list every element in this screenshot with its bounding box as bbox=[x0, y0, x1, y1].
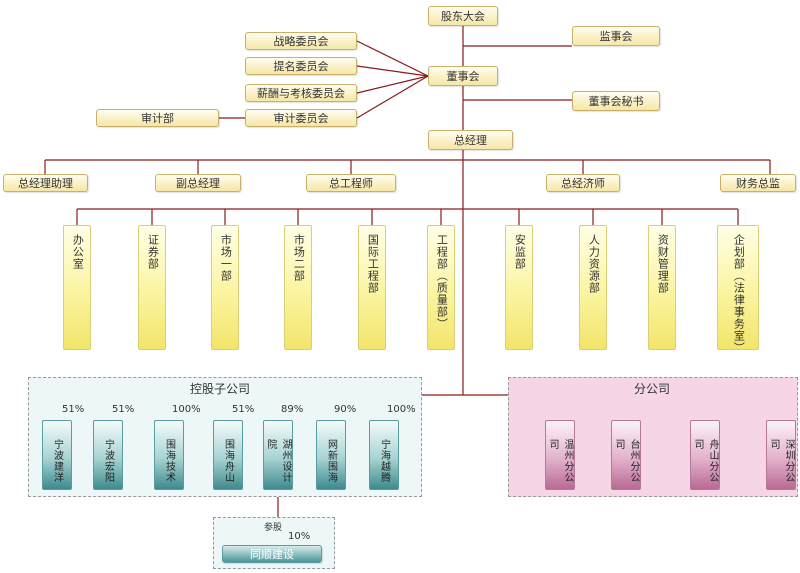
department-box: 资财管理部 bbox=[648, 225, 676, 350]
subsidiary-label: 围海舟山 bbox=[222, 439, 234, 483]
executive-label: 副总经理 bbox=[176, 176, 220, 190]
department-label: 市场一部 bbox=[219, 234, 233, 282]
executive-label: 总工程师 bbox=[329, 176, 373, 190]
nomination-committee-label: 提名委员会 bbox=[273, 59, 329, 73]
branch-box: 台州分公司 bbox=[611, 420, 641, 490]
subsidiary-box: 围海舟山 bbox=[213, 420, 243, 490]
department-label: 证券部 bbox=[146, 234, 160, 270]
subsidiary-box: 宁波建洋 bbox=[42, 420, 72, 490]
general-manager-label: 总经理 bbox=[454, 133, 487, 147]
ownership-pct: 51% bbox=[112, 404, 135, 415]
executive-box: 财务总监 bbox=[720, 174, 796, 192]
department-box: 企划部（法律事务室） bbox=[717, 225, 759, 354]
ownership-pct: 51% bbox=[62, 404, 85, 415]
audit-dept-box: 审计部 bbox=[96, 109, 219, 127]
ownership-pct: 51% bbox=[232, 404, 255, 415]
department-box: 市场二部 bbox=[284, 225, 312, 350]
compensation-committee-label: 薪酬与考核委员会 bbox=[257, 86, 345, 100]
department-label: 工程部（质量部） bbox=[435, 234, 449, 330]
audit-dept-label: 审计部 bbox=[141, 111, 174, 125]
branch-label: 台州分公司 bbox=[613, 439, 639, 483]
executive-label: 总经济师 bbox=[561, 176, 605, 190]
executive-box: 总工程师 bbox=[306, 174, 396, 192]
department-box: 证券部 bbox=[138, 225, 166, 350]
board-secretary-box: 董事会秘书 bbox=[572, 91, 660, 111]
subsidiary-box: 围海技术 bbox=[154, 420, 184, 490]
branch-box: 舟山分公司 bbox=[690, 420, 720, 490]
subsidiary-label: 宁波宏阳 bbox=[102, 439, 114, 483]
department-box: 办公室 bbox=[63, 225, 91, 350]
ownership-pct: 89% bbox=[281, 404, 304, 415]
branches-panel-title: 分公司 bbox=[634, 382, 671, 396]
strategy-committee-label: 战略委员会 bbox=[273, 34, 329, 48]
branch-label: 舟山分公司 bbox=[692, 439, 718, 483]
branch-label: 深圳分公司 bbox=[768, 439, 794, 483]
compensation-committee-box: 薪酬与考核委员会 bbox=[245, 84, 357, 102]
ownership-pct: 100% bbox=[387, 404, 416, 415]
subsidiary-label: 围海技术 bbox=[163, 439, 175, 483]
strategy-committee-box: 战略委员会 bbox=[245, 32, 357, 50]
department-label: 企划部（法律事务室） bbox=[732, 234, 746, 354]
executive-box: 总经理助理 bbox=[3, 174, 88, 192]
subsidiary-box: 网新围海 bbox=[316, 420, 346, 490]
department-label: 办公室 bbox=[71, 234, 85, 270]
subsidiaries-panel-title: 控股子公司 bbox=[190, 382, 251, 396]
investment-company-label: 同顺建设 bbox=[250, 547, 294, 561]
board-label: 董事会 bbox=[446, 69, 480, 83]
branch-box: 温州分公司 bbox=[545, 420, 575, 490]
department-box: 安监部 bbox=[505, 225, 533, 350]
ownership-pct: 90% bbox=[334, 404, 357, 415]
department-label: 市场二部 bbox=[292, 234, 306, 282]
subsidiary-box: 宁波宏阳 bbox=[93, 420, 123, 490]
subsidiary-label: 网新围海 bbox=[325, 439, 337, 483]
executive-label: 财务总监 bbox=[736, 176, 780, 190]
board-secretary-label: 董事会秘书 bbox=[588, 94, 644, 108]
department-box: 人力资源部 bbox=[579, 225, 607, 350]
subsidiary-label: 湖州设计院 bbox=[265, 439, 291, 483]
shareholders-label: 股东大会 bbox=[441, 9, 485, 23]
department-label: 资财管理部 bbox=[656, 234, 670, 294]
department-label: 安监部 bbox=[513, 234, 527, 270]
supervisors-label: 监事会 bbox=[599, 29, 633, 43]
department-box: 国际工程部 bbox=[358, 225, 386, 350]
audit-committee-label: 审计委员会 bbox=[273, 111, 329, 125]
subsidiary-label: 宁波建洋 bbox=[51, 439, 63, 483]
subsidiary-box: 宁海越腾 bbox=[369, 420, 399, 490]
executive-box: 副总经理 bbox=[155, 174, 241, 192]
nomination-committee-box: 提名委员会 bbox=[245, 57, 357, 75]
investment-type-label: 参股 bbox=[264, 523, 283, 533]
subsidiary-box: 湖州设计院 bbox=[263, 420, 293, 490]
department-label: 人力资源部 bbox=[587, 234, 601, 294]
branch-box: 深圳分公司 bbox=[766, 420, 796, 490]
ownership-pct: 100% bbox=[172, 404, 201, 415]
audit-committee-box: 审计委员会 bbox=[245, 109, 357, 127]
board-box: 董事会 bbox=[428, 66, 498, 86]
department-box: 工程部（质量部） bbox=[427, 225, 455, 350]
shareholders-box: 股东大会 bbox=[428, 6, 498, 26]
executive-box: 总经济师 bbox=[546, 174, 620, 192]
supervisors-box: 监事会 bbox=[572, 26, 660, 46]
subsidiary-label: 宁海越腾 bbox=[378, 439, 390, 483]
department-label: 国际工程部 bbox=[366, 234, 380, 294]
general-manager-box: 总经理 bbox=[428, 130, 513, 150]
branch-label: 温州分公司 bbox=[547, 439, 573, 483]
investment-company-box: 同顺建设 bbox=[222, 545, 322, 563]
department-box: 市场一部 bbox=[211, 225, 239, 350]
executive-label: 总经理助理 bbox=[18, 176, 73, 190]
investment-pct: 10% bbox=[288, 531, 311, 542]
